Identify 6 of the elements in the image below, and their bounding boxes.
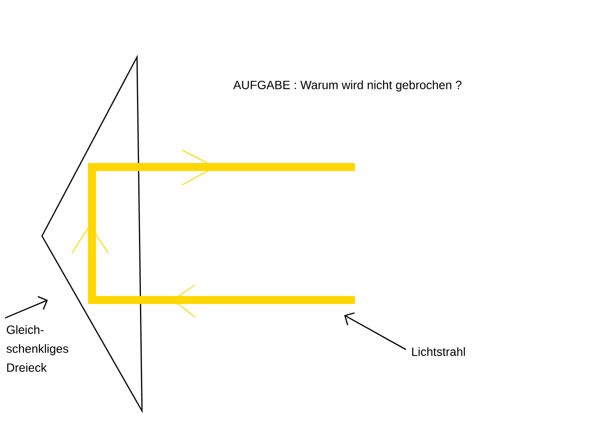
leader-arrow	[344, 312, 406, 350]
part-label: Gleich- schenkliges Dreieck	[6, 325, 68, 372]
part-label: Lichtstrahl	[412, 347, 465, 356]
light-ray-drawing	[72, 150, 355, 318]
leader-arrow	[4, 296, 48, 319]
title: AUFGABE : Warum wird nicht gebrochen ?	[233, 80, 462, 92]
